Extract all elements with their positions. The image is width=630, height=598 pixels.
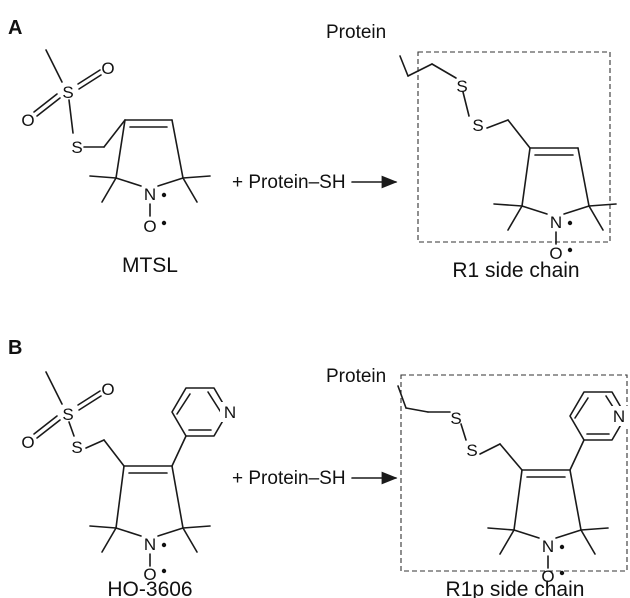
mtsl-thio-sulfur: S	[71, 138, 82, 157]
panel-a-reagent: + Protein–SH	[232, 172, 346, 193]
r1p-protein-label: Protein	[326, 366, 386, 387]
mtsl-name: MTSL	[122, 254, 178, 277]
r1p-pyridine-nitrogen: N	[613, 407, 625, 426]
panel-a-letter: A	[8, 17, 22, 39]
r1-nitrogen: N	[550, 213, 562, 232]
ho3606-pyridine-nitrogen: N	[224, 403, 236, 422]
mtsl-radical-dot-2	[161, 220, 167, 226]
ho3606-sulfonyl-oxygen-1: O	[101, 380, 114, 399]
r1p-nitroxide-oxygen: O	[541, 567, 554, 586]
r1p-sulfur-1: S	[450, 409, 461, 428]
ho3606-nitroxide-oxygen: O	[143, 565, 156, 584]
r1-dashed-box	[417, 51, 611, 243]
panel-b-reagent: + Protein–SH	[232, 468, 346, 489]
r1-bonds	[399, 55, 617, 245]
ho3606-pyridine-ring	[171, 387, 229, 437]
r1p-dashed-box	[400, 374, 628, 572]
r1p-radical-dot-2	[559, 570, 565, 576]
r1p-bonds	[397, 385, 609, 569]
mtsl-sulfonyl-sulfur: S	[62, 83, 73, 102]
r1-name: R1 side chain	[452, 259, 579, 282]
r1-product: Protein S S	[326, 22, 617, 282]
r1-radical-dot-2	[567, 247, 573, 253]
r1-sulfur-1: S	[456, 77, 467, 96]
mtsl-nitrogen: N	[144, 185, 156, 204]
mtsl-sulfonyl-oxygen-1: O	[101, 59, 114, 78]
mtsl-bonds	[33, 49, 211, 217]
r1p-product: Protein	[326, 366, 628, 598]
r1p-sulfur-2: S	[466, 441, 477, 460]
r1-protein-label: Protein	[326, 22, 386, 43]
pyridine-n-mask	[220, 402, 238, 422]
panel-b-letter: B	[8, 337, 22, 359]
r1-radical-dot-1	[567, 220, 573, 226]
r1-sulfur-2: S	[472, 116, 483, 135]
mtsl-nitroxide-oxygen: O	[143, 217, 156, 236]
mtsl-sulfonyl-oxygen-2: O	[21, 111, 34, 130]
ho3606-radical-dot-1	[161, 542, 167, 548]
r1p-name: R1p side chain	[446, 578, 585, 598]
ho3606-bonds	[33, 371, 211, 567]
ho3606-radical-dot-2	[161, 568, 167, 574]
ho3606-thio-sulfur: S	[71, 438, 82, 457]
mtsl-molecule: S O O S N O MTSL	[21, 49, 211, 277]
r1p-nitrogen: N	[542, 537, 554, 556]
panel-a: A	[8, 17, 617, 282]
ho3606-sulfonyl-sulfur: S	[62, 405, 73, 424]
ho3606-molecule: N S O O S N O HO-3606	[21, 371, 238, 598]
mtsl-radical-dot-1	[161, 192, 167, 198]
r1-nitroxide-oxygen: O	[549, 244, 562, 263]
r1p-radical-dot-1	[559, 544, 565, 550]
r1p-pyridine-n-mask	[610, 406, 628, 426]
ho3606-sulfonyl-oxygen-2: O	[21, 433, 34, 452]
ho3606-name: HO-3606	[107, 578, 192, 598]
panel-b: B	[8, 337, 628, 598]
ho3606-nitrogen: N	[144, 535, 156, 554]
